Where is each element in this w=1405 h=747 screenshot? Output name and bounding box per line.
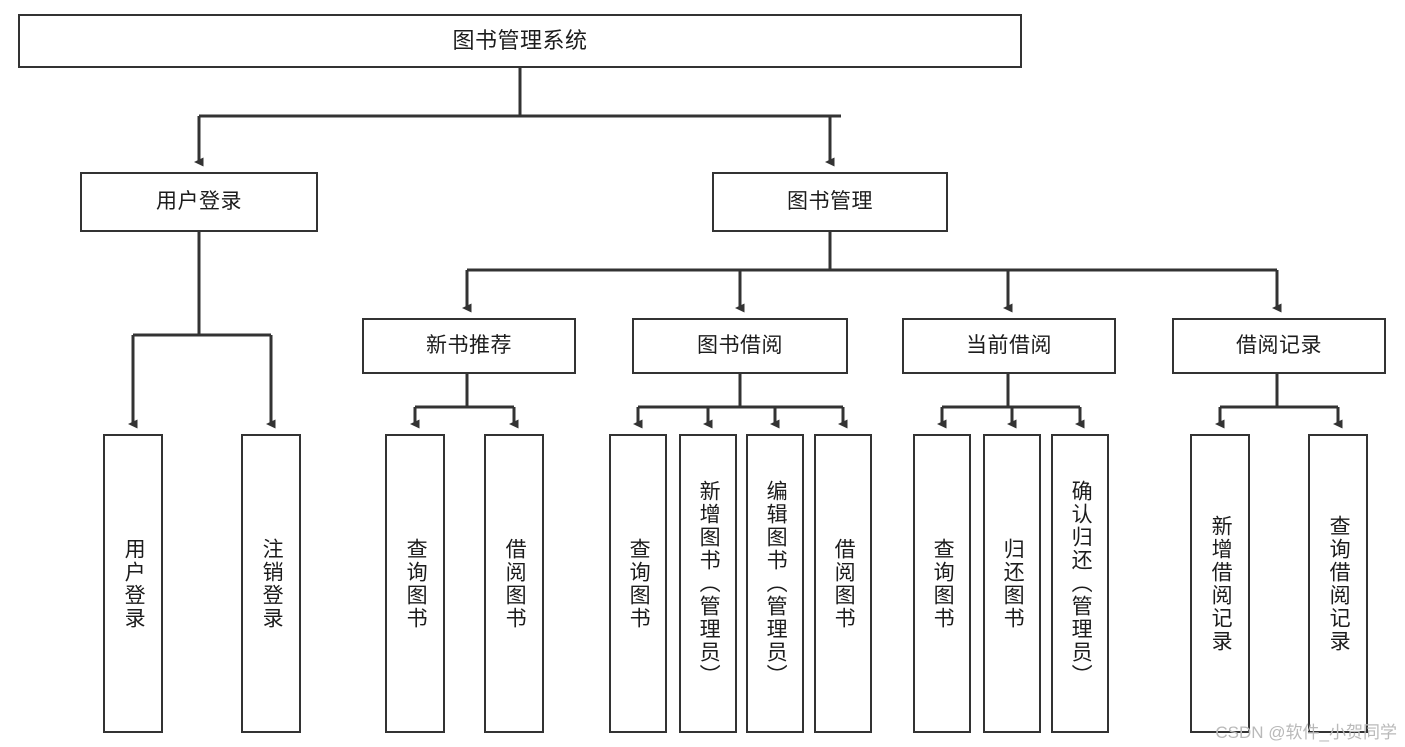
node-book-borrow[interactable]: 图书借阅 — [632, 318, 848, 374]
node-current-borrow[interactable]: 当前借阅 — [902, 318, 1116, 374]
leaf-label: 编辑图书（管理员） — [764, 480, 788, 687]
leaf-label: 查询借阅记录 — [1327, 514, 1351, 653]
node-leaf-borrow-book-rec[interactable]: 借阅图书 — [484, 434, 544, 733]
node-leaf-return-book[interactable]: 归还图书 — [983, 434, 1041, 733]
node-leaf-user-login[interactable]: 用户登录 — [103, 434, 163, 733]
leaf-label: 确认归还（管理员） — [1069, 480, 1093, 687]
node-book-manage[interactable]: 图书管理 — [712, 172, 948, 232]
node-leaf-add-book-admin[interactable]: 新增图书（管理员） — [679, 434, 737, 733]
leaf-label: 新增借阅记录 — [1209, 514, 1233, 653]
node-leaf-confirm-return-admin[interactable]: 确认归还（管理员） — [1051, 434, 1109, 733]
node-borrow-record[interactable]: 借阅记录 — [1172, 318, 1386, 374]
leaf-label: 查询图书 — [931, 537, 955, 630]
node-leaf-edit-book-admin[interactable]: 编辑图书（管理员） — [746, 434, 804, 733]
leaf-label: 借阅图书 — [832, 537, 856, 630]
node-user-login[interactable]: 用户登录 — [80, 172, 318, 232]
node-leaf-query-borrow-record[interactable]: 查询借阅记录 — [1308, 434, 1368, 733]
node-leaf-query-book-cur[interactable]: 查询图书 — [913, 434, 971, 733]
node-leaf-query-book-borrow[interactable]: 查询图书 — [609, 434, 667, 733]
leaf-label: 归还图书 — [1001, 537, 1025, 630]
leaf-label: 借阅图书 — [503, 537, 527, 630]
node-new-book-recommend[interactable]: 新书推荐 — [362, 318, 576, 374]
node-leaf-borrow-book-borrow[interactable]: 借阅图书 — [814, 434, 872, 733]
node-leaf-query-book-rec[interactable]: 查询图书 — [385, 434, 445, 733]
node-leaf-add-borrow-record[interactable]: 新增借阅记录 — [1190, 434, 1250, 733]
node-leaf-logout-login[interactable]: 注销登录 — [241, 434, 301, 733]
leaf-label: 新增图书（管理员） — [697, 480, 721, 687]
leaf-label: 用户登录 — [122, 537, 146, 630]
leaf-label: 查询图书 — [627, 537, 651, 630]
leaf-label: 查询图书 — [404, 537, 428, 630]
leaf-label: 注销登录 — [260, 537, 284, 630]
node-root[interactable]: 图书管理系统 — [18, 14, 1022, 68]
